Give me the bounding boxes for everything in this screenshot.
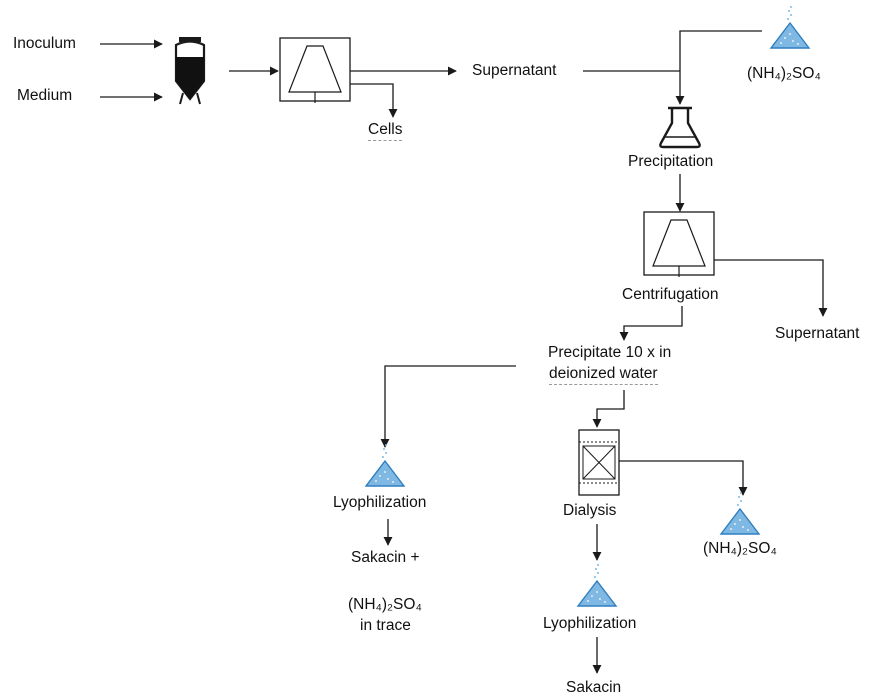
- flask-icon: [659, 106, 701, 149]
- ammonium-sulfate-powder-icon: [720, 491, 760, 535]
- centrifuge-to-cells-arrow: [350, 83, 398, 118]
- precipitate-line1-label: Precipitate 10 x in: [548, 344, 672, 361]
- lyophilized-powder-icon: [577, 563, 617, 607]
- in-trace-label: in trace: [360, 617, 411, 634]
- supernatant-right-label: Supernatant: [775, 325, 860, 342]
- ammonium-sulfate-right-label: (NH₄)₂SO₄: [703, 540, 777, 557]
- ammonium-sulfate-feed-line: [675, 30, 762, 105]
- cells-label: Cells: [368, 120, 403, 142]
- ammonium-sulfate-label: (NH₄)₂SO₄: [747, 65, 821, 82]
- ammonium-sulfate-trace-label: (NH₄)₂SO₄: [348, 596, 422, 613]
- centrifugation-to-supernatant-arrow: [714, 259, 828, 317]
- inoculum-label: Inoculum: [13, 35, 76, 52]
- centrifugation-to-precipitate-arrow: [619, 306, 683, 341]
- ammonium-sulfate-powder-icon: [770, 5, 810, 49]
- centrifugation-label: Centrifugation: [622, 286, 719, 303]
- sakacin-label: Sakacin: [566, 679, 622, 696]
- centrifuge-icon: [279, 37, 351, 103]
- dialysis-to-ammonium-sulfate-arrow: [619, 460, 748, 496]
- lyophilization-left-label: Lyophilization: [333, 494, 427, 511]
- precipitate-line2-label: deionized water: [549, 364, 658, 386]
- lyophilization-bottom-label: Lyophilization: [543, 615, 637, 632]
- supernatant-label: Supernatant: [472, 62, 557, 79]
- precipitate-to-lyophilization-arrow: [380, 365, 516, 448]
- dialysis-unit-icon: [578, 429, 620, 496]
- precipitation-label: Precipitation: [628, 153, 714, 170]
- centrifuge-icon: [643, 211, 715, 277]
- dialysis-label: Dialysis: [563, 502, 617, 519]
- precipitate-to-dialysis-arrow: [592, 390, 625, 428]
- fermenter-icon: [174, 37, 206, 105]
- sakacin-plus-label: Sakacin +: [351, 549, 420, 566]
- medium-label: Medium: [17, 87, 73, 104]
- lyophilized-powder-icon: [365, 443, 405, 487]
